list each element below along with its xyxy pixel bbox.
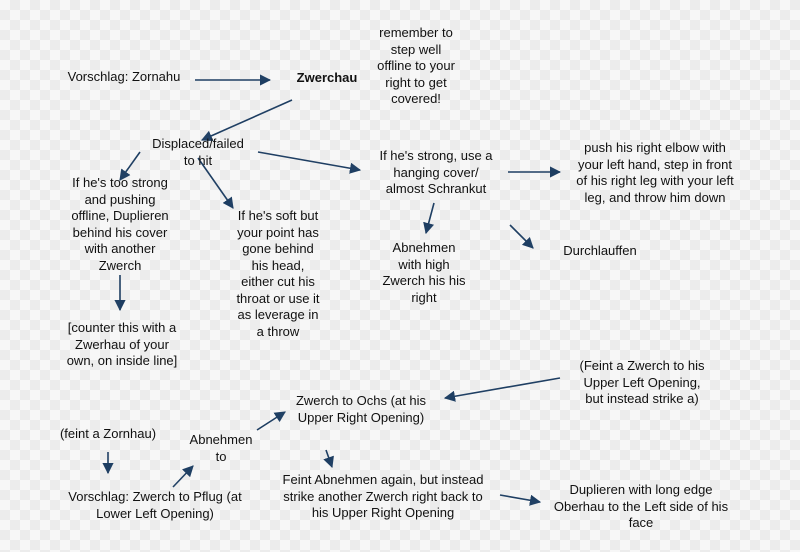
arrow-vorschlag-to-abnehmen bbox=[172, 465, 194, 488]
arrow-abnehmen-to-ochs bbox=[256, 411, 286, 431]
arrow-ochs-to-feint-abnehmen bbox=[323, 449, 334, 469]
node-zwerch-ochs: Zwerch to Ochs (at his Upper Right Openi… bbox=[295, 393, 427, 425]
node-feint-zwerch: (Feint a Zwerch to his Upper Left Openin… bbox=[579, 358, 705, 406]
node-feint-zornhau: (feint a Zornhau) bbox=[59, 426, 157, 441]
arrow-displaced-to-hanging bbox=[257, 151, 362, 174]
node-too-strong: If he's too strong and pushing offline, … bbox=[71, 175, 169, 273]
node-abnehmen-to: Abnehmen to bbox=[189, 432, 253, 464]
arrow-feint-abnehmen-to-duplieren bbox=[499, 494, 542, 506]
arrow-hanging-to-abnehmen bbox=[423, 202, 435, 235]
node-counter: [counter this with a Zwerhau of your own… bbox=[66, 320, 178, 368]
arrow-feint-zwerch-to-ochs bbox=[443, 377, 561, 402]
node-displaced: Displaced/failed to hit bbox=[152, 136, 244, 168]
node-push-elbow: push his right elbow with your left hand… bbox=[576, 140, 734, 205]
node-zwerchau: Zwerchau bbox=[296, 70, 358, 85]
node-vorschlag-pflug: Vorschlag: Zwerch to Pflug (at Lower Lef… bbox=[68, 489, 242, 521]
node-durchlauffen: Durchlauffen bbox=[563, 243, 637, 258]
arrow-hanging-to-durchlauffen bbox=[509, 224, 534, 249]
node-strong-hanging: If he's strong, use a hanging cover/ alm… bbox=[379, 148, 493, 196]
arrow-zwerchau-to-displaced bbox=[200, 99, 293, 142]
node-feint-abnehmen: Feint Abnehmen again, but instead strike… bbox=[282, 472, 484, 520]
arrow-displaced-to-too-strong bbox=[119, 151, 141, 181]
node-abnehmen-high: Abnehmen with high Zwerch his his right bbox=[382, 240, 466, 305]
node-vorschlag-zornahu: Vorschlag: Zornahu bbox=[67, 69, 181, 84]
arrow-displaced-to-soft bbox=[197, 157, 234, 209]
node-duplieren-long: Duplieren with long edge Oberhau to the … bbox=[553, 482, 729, 530]
node-remember: remember to step well offline to your ri… bbox=[377, 25, 455, 106]
node-soft: If he's soft but your point has gone beh… bbox=[236, 208, 320, 339]
